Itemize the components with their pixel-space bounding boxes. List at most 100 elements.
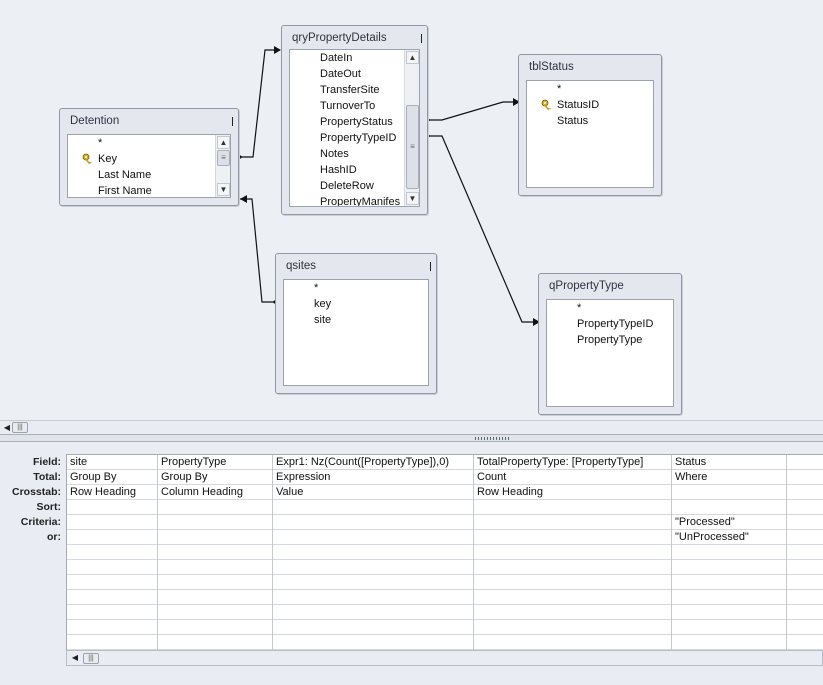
crosstab-cell[interactable]: Value <box>273 485 473 500</box>
sort-cell[interactable] <box>273 500 473 515</box>
total-cell[interactable]: Group By <box>158 470 272 485</box>
empty-cell[interactable] <box>787 545 823 560</box>
field-item[interactable]: Status <box>557 115 589 127</box>
vertical-scrollbar[interactable]: ▲ ≡ ▼ <box>404 50 419 206</box>
triangle-left-icon[interactable]: ◀ <box>71 653 79 662</box>
empty-cell[interactable] <box>787 620 823 635</box>
empty-cell[interactable] <box>273 560 473 575</box>
field-list[interactable]: * key site <box>283 279 429 386</box>
crosstab-cell[interactable] <box>672 485 786 500</box>
table-window-detention[interactable]: Detention * Key Last Name First Name ▲ ≡… <box>59 108 239 206</box>
crosstab-cell[interactable]: Row Heading <box>67 485 157 500</box>
or-cell[interactable] <box>474 530 671 545</box>
field-item[interactable]: TurnoverTo <box>320 100 376 112</box>
sort-cell[interactable] <box>787 500 823 515</box>
empty-cell[interactable] <box>273 605 473 620</box>
grid-horizontal-scrollbar[interactable]: ◀ ||| <box>66 650 823 666</box>
field-item[interactable]: PropertyType <box>577 334 643 346</box>
criteria-cell[interactable] <box>474 515 671 530</box>
field-item[interactable]: * <box>98 137 103 149</box>
or-cell[interactable] <box>787 530 823 545</box>
empty-cell[interactable] <box>672 545 786 560</box>
field-item[interactable]: DeleteRow <box>320 180 374 192</box>
field-cell[interactable] <box>787 455 823 470</box>
vertical-scrollbar[interactable]: ▲ ≡ ▼ <box>215 135 230 197</box>
empty-cell[interactable] <box>672 605 786 620</box>
empty-cell[interactable] <box>158 560 272 575</box>
empty-cell[interactable] <box>672 575 786 590</box>
table-window-qpropertytype[interactable]: qPropertyType * PropertyTypeID PropertyT… <box>538 273 682 415</box>
crosstab-cell[interactable] <box>787 485 823 500</box>
empty-cell[interactable] <box>672 620 786 635</box>
splitter-grip[interactable] <box>475 437 511 440</box>
triangle-left-icon[interactable]: ◀ <box>3 423 11 432</box>
field-item[interactable]: Notes <box>320 148 349 160</box>
total-cell[interactable]: Group By <box>67 470 157 485</box>
table-window-qsites[interactable]: qsites * key site <box>275 253 437 394</box>
empty-cell[interactable] <box>158 575 272 590</box>
or-cell[interactable] <box>273 530 473 545</box>
field-cell[interactable]: PropertyType <box>158 455 272 470</box>
or-cell[interactable]: "UnProcessed" <box>672 530 786 545</box>
table-window-tblstatus[interactable]: tblStatus * StatusID Status <box>518 54 662 196</box>
empty-cell[interactable] <box>158 605 272 620</box>
scroll-thumb[interactable]: ||| <box>83 653 99 664</box>
or-cell[interactable] <box>158 530 272 545</box>
empty-cell[interactable] <box>158 635 272 650</box>
field-item[interactable]: * <box>314 282 319 294</box>
grid-column-propertytype[interactable]: PropertyType Group By Column Heading <box>158 455 273 650</box>
total-cell[interactable]: Where <box>672 470 786 485</box>
empty-cell[interactable] <box>67 575 157 590</box>
field-item[interactable]: StatusID <box>527 97 653 113</box>
empty-cell[interactable] <box>273 545 473 560</box>
field-cell[interactable]: site <box>67 455 157 470</box>
criteria-cell[interactable] <box>67 515 157 530</box>
field-item[interactable]: key <box>314 298 332 310</box>
empty-cell[interactable] <box>474 605 671 620</box>
triangle-up-icon[interactable]: ▲ <box>406 51 419 64</box>
empty-cell[interactable] <box>787 590 823 605</box>
empty-cell[interactable] <box>474 545 671 560</box>
empty-cell[interactable] <box>474 620 671 635</box>
empty-cell[interactable] <box>474 575 671 590</box>
empty-cell[interactable] <box>787 605 823 620</box>
field-item[interactable]: TransferSite <box>320 84 380 96</box>
empty-cell[interactable] <box>67 635 157 650</box>
empty-cell[interactable] <box>67 605 157 620</box>
empty-cell[interactable] <box>672 635 786 650</box>
scroll-thumb[interactable]: ≡ <box>406 105 419 189</box>
empty-cell[interactable] <box>273 590 473 605</box>
grid-column-totalpropertytype[interactable]: TotalPropertyType: [PropertyType] Count … <box>474 455 672 650</box>
empty-cell[interactable] <box>67 545 157 560</box>
empty-cell[interactable] <box>474 635 671 650</box>
criteria-cell[interactable] <box>787 515 823 530</box>
empty-cell[interactable] <box>273 620 473 635</box>
field-list[interactable]: * StatusID Status <box>526 80 654 188</box>
design-grid[interactable]: site Group By Row Heading PropertyType G… <box>66 454 823 650</box>
field-item[interactable]: DateOut <box>320 68 361 80</box>
sort-cell[interactable] <box>672 500 786 515</box>
total-cell[interactable]: Count <box>474 470 671 485</box>
empty-cell[interactable] <box>672 560 786 575</box>
grid-column-site[interactable]: site Group By Row Heading <box>67 455 158 650</box>
sort-cell[interactable] <box>158 500 272 515</box>
field-cell[interactable]: Expr1: Nz(Count([PropertyType]),0) <box>273 455 473 470</box>
empty-cell[interactable] <box>787 560 823 575</box>
or-cell[interactable] <box>67 530 157 545</box>
empty-cell[interactable] <box>158 545 272 560</box>
total-cell[interactable]: Expression <box>273 470 473 485</box>
triangle-down-icon[interactable]: ▼ <box>406 192 419 205</box>
scroll-thumb[interactable]: ≡ <box>217 150 230 166</box>
empty-cell[interactable] <box>273 575 473 590</box>
field-list[interactable]: * Key Last Name First Name ▲ ≡ ▼ <box>67 134 231 198</box>
field-item[interactable]: First Name <box>98 185 152 197</box>
empty-cell[interactable] <box>474 590 671 605</box>
empty-cell[interactable] <box>158 620 272 635</box>
grid-column-expr1[interactable]: Expr1: Nz(Count([PropertyType]),0) Expre… <box>273 455 474 650</box>
total-cell[interactable] <box>787 470 823 485</box>
triangle-down-icon[interactable]: ▼ <box>217 183 230 196</box>
criteria-cell[interactable] <box>273 515 473 530</box>
triangle-up-icon[interactable]: ▲ <box>217 136 230 149</box>
field-item[interactable]: HashID <box>320 164 357 176</box>
field-item[interactable]: PropertyTypeID <box>577 318 654 330</box>
